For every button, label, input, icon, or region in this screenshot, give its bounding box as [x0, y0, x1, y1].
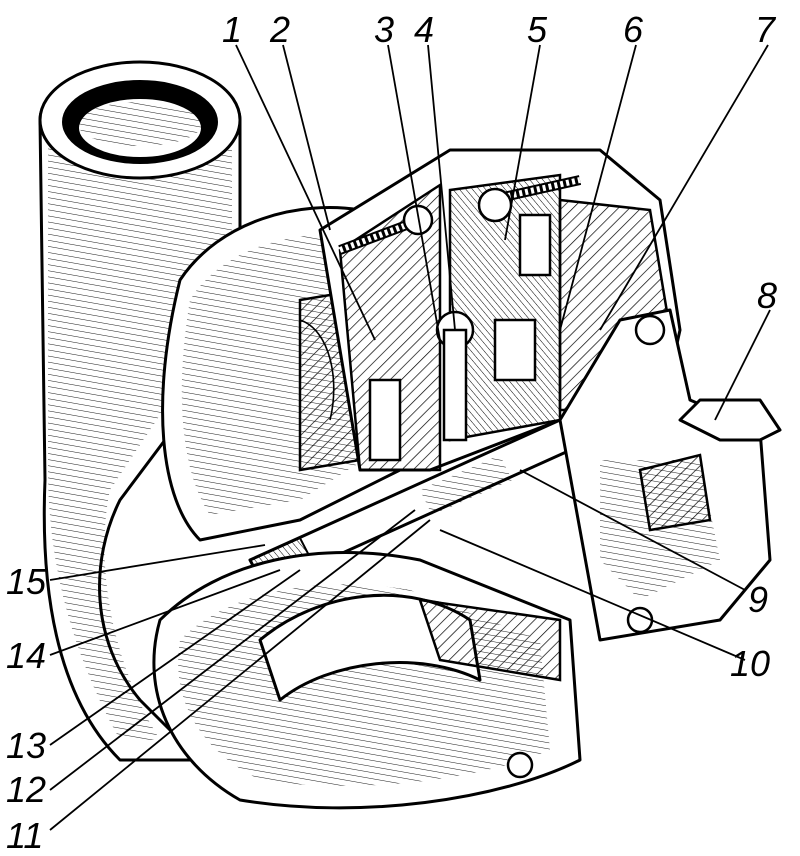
lower-volute	[152, 551, 582, 810]
turbine-housing	[558, 308, 782, 642]
leader-5	[504, 44, 541, 241]
callout-11: 11	[6, 815, 43, 856]
callout-1: 1	[222, 9, 242, 50]
leader-15	[49, 544, 266, 581]
top-bolts	[338, 175, 582, 255]
leader-11	[49, 519, 431, 831]
leader-1	[235, 44, 376, 341]
leader-13	[49, 569, 301, 746]
callout-4: 4	[414, 9, 434, 50]
callout-numbers: 1 2 3 4 5 6 7 8 9 10 11 12 13 14 15	[6, 9, 777, 856]
leader-4	[427, 44, 456, 331]
callout-15: 15	[6, 561, 47, 602]
callout-3: 3	[374, 9, 394, 50]
callout-7: 7	[755, 9, 777, 50]
leader-7	[599, 44, 769, 331]
callout-14: 14	[6, 635, 46, 676]
leader-10	[439, 529, 746, 661]
callout-5: 5	[527, 9, 548, 50]
callout-12: 12	[6, 769, 46, 810]
callout-8: 8	[757, 275, 777, 316]
leader-12	[49, 509, 416, 791]
leader-9	[519, 469, 746, 591]
callout-6: 6	[623, 9, 644, 50]
leader-2	[282, 44, 331, 231]
leader-3	[387, 44, 441, 341]
callout-9: 9	[748, 579, 768, 620]
leader-14	[49, 569, 281, 656]
leader-6	[559, 44, 637, 331]
leader-lines	[49, 44, 771, 831]
leader-8	[714, 309, 771, 421]
callout-10: 10	[730, 643, 770, 684]
callout-2: 2	[269, 9, 290, 50]
callout-13: 13	[6, 725, 46, 766]
